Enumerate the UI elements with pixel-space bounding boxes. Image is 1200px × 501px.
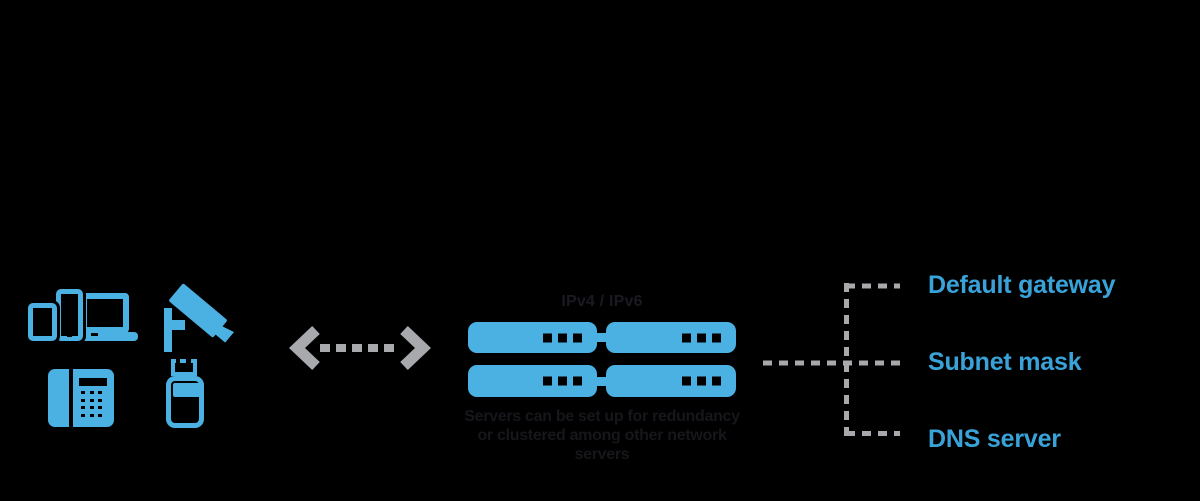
server-block — [468, 365, 597, 397]
laptop-notch — [91, 332, 98, 336]
usb-band — [173, 383, 201, 397]
server-caption-line1: Servers can be set up for redundancy — [464, 408, 740, 425]
server-link — [595, 377, 607, 386]
server-caption-line2: or clustered among other network servers — [477, 427, 727, 463]
server-block — [468, 322, 597, 353]
usb-slot — [176, 358, 180, 367]
camera-arm — [170, 320, 185, 330]
phone-keypad — [81, 391, 104, 419]
laptop-screen — [81, 293, 129, 333]
phone-handset-divider — [69, 369, 73, 427]
server-block — [606, 322, 736, 353]
tablet-home-button — [67, 334, 72, 337]
tablet-icon — [56, 289, 83, 341]
dashed-bracket-connector — [763, 283, 900, 436]
server-block — [606, 365, 736, 397]
server-caption: Servers can be set up for redundancy or … — [452, 407, 752, 464]
laptop-base — [76, 332, 138, 341]
usb-connector — [171, 359, 197, 376]
default-gateway-label: Default gateway — [928, 271, 1116, 299]
camera-mount — [164, 308, 172, 352]
usb-slot — [186, 358, 191, 367]
protocol-label: IPv4 / IPv6 — [561, 293, 643, 310]
dns-server-label: DNS server — [928, 425, 1061, 453]
subnet-mask-label: Subnet mask — [928, 348, 1082, 376]
smartphone-icon — [28, 303, 57, 341]
server-link — [595, 333, 607, 342]
phone-display — [79, 378, 107, 386]
bidirectional-arrow-icon — [289, 326, 431, 370]
